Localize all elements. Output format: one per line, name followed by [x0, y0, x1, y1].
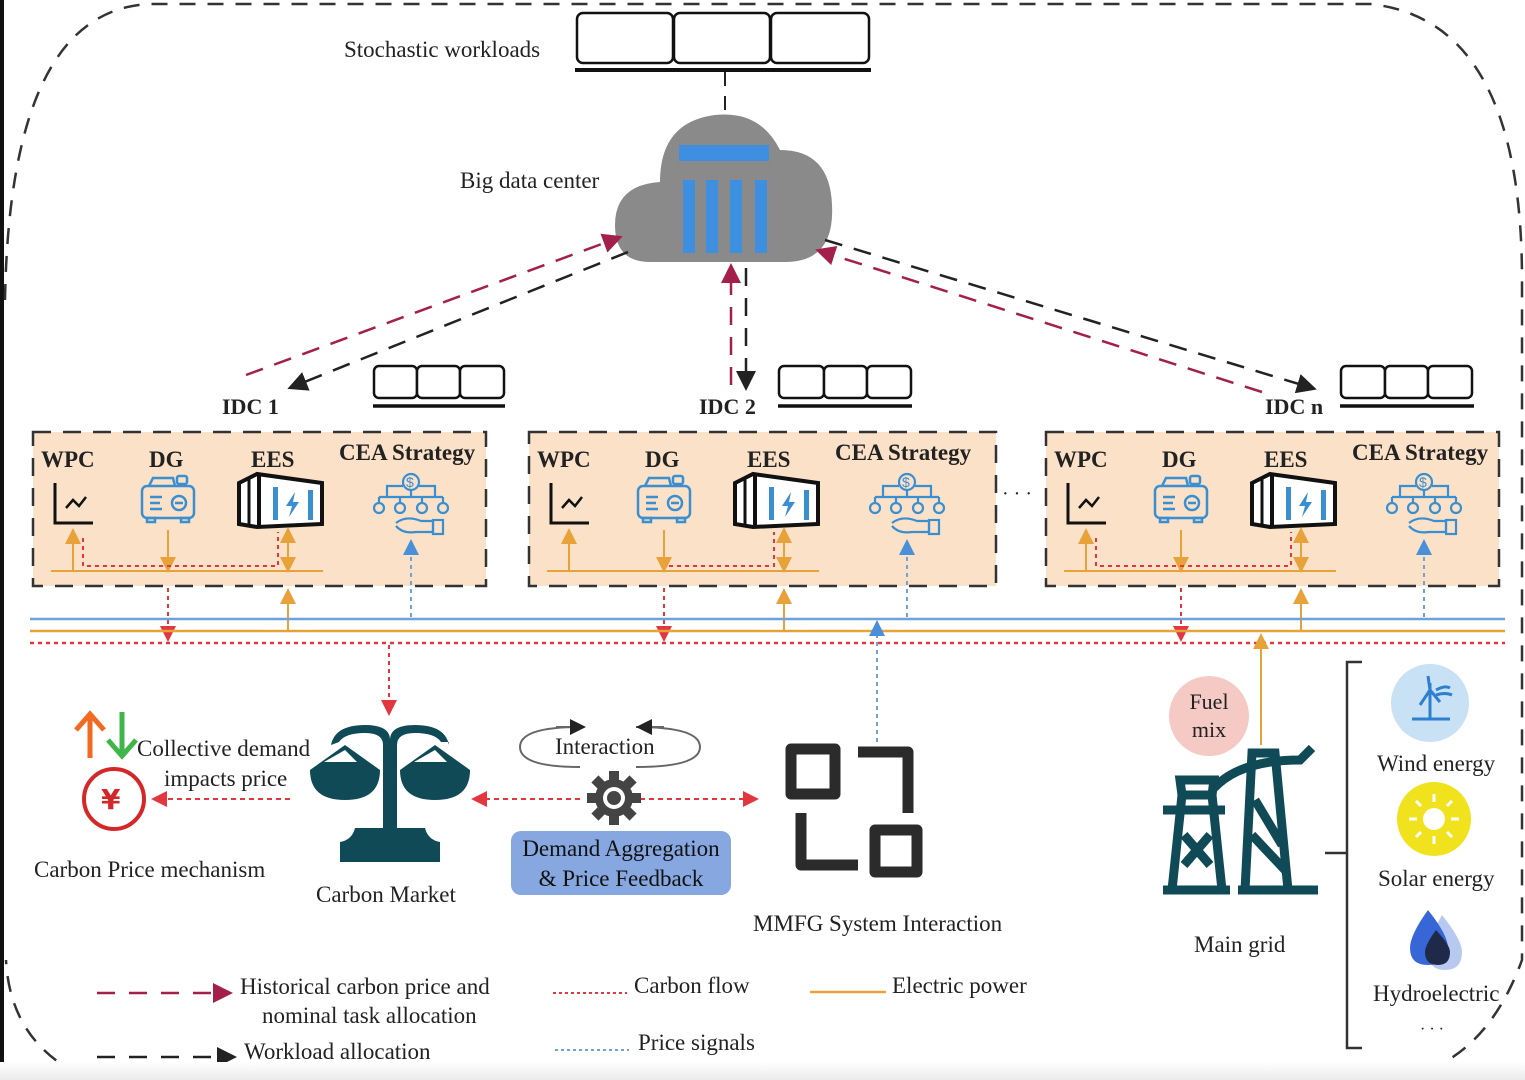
idc3-component-wpc: WPC: [1054, 447, 1108, 472]
energy-sources-bracket: [1325, 660, 1362, 1050]
left-edge-bar: [0, 0, 4, 1080]
big-data-center-label: Big data center: [460, 168, 600, 193]
fuel-mix-line2: mix: [1191, 717, 1227, 742]
collective-demand-line2: impacts price: [164, 766, 288, 791]
carbon-price-mechanism-label: Carbon Price mechanism: [34, 857, 266, 882]
stochastic-workloads-label: Stochastic workloads: [344, 37, 541, 62]
carbon-price-coin-icon: [82, 767, 146, 831]
mmfg-system-icon: [785, 743, 923, 878]
idc-3-internals: $: [1064, 471, 1463, 642]
wind-energy-label: Wind energy: [1377, 751, 1496, 776]
wind-energy-icon: [1391, 664, 1469, 742]
aggregation-line1: Demand Aggregation: [522, 836, 720, 861]
idc1-component-ees: EES: [251, 447, 295, 472]
idc2-component-cea-strategy: CEA Strategy: [835, 440, 972, 465]
gear-icon: [587, 771, 641, 825]
legend-workload-label: Workload allocation: [244, 1039, 431, 1064]
outer-frame: [3, 2, 1524, 1080]
idc-1-internals: $: [51, 471, 450, 642]
idc1-queue: [372, 364, 506, 408]
more-sources-ellipsis: · · ·: [1420, 1021, 1444, 1038]
collective-demand-line1: Collective demand: [137, 736, 311, 761]
idc1-component-dg: DG: [149, 447, 184, 472]
idcn-border: [1044, 430, 1501, 588]
idc3-component-dg: DG: [1162, 447, 1197, 472]
svg-text:$: $: [1419, 474, 1427, 490]
bottom-fade: [0, 1062, 1525, 1080]
wind-power-chart-icon: [1066, 483, 1106, 525]
legend-carbon-flow-label: Carbon flow: [634, 973, 750, 998]
energy-storage-icon: [237, 471, 324, 530]
legend-historical-line2: nominal task allocation: [262, 1003, 477, 1028]
fuel-mix-circle: Fuel mix: [1169, 676, 1249, 756]
svg-text:$: $: [902, 474, 910, 490]
hydroelectric-icon: [1410, 910, 1462, 970]
currency-symbol: ¥: [101, 783, 121, 816]
interaction-loop-icon: [518, 719, 702, 768]
idcn-label: IDC n: [1265, 394, 1324, 419]
cea-strategy-icon: $: [1385, 472, 1463, 536]
solar-energy-label: Solar energy: [1378, 866, 1495, 891]
legend-historical-line1: Historical carbon price and: [240, 974, 490, 999]
aggregation-line2: & Price Feedback: [538, 866, 704, 891]
idc3-component-cea-strategy: CEA Strategy: [1352, 440, 1489, 465]
svg-text:$: $: [406, 474, 414, 490]
energy-storage-icon: [1250, 471, 1337, 530]
interaction-label: Interaction: [555, 734, 655, 759]
top-workload-queue: [575, 11, 871, 72]
mmfg-label: MMFG System Interaction: [753, 911, 1003, 936]
hydroelectric-label: Hydroelectric: [1373, 981, 1500, 1006]
historical-link-idc1: [245, 233, 623, 377]
carbon-market-label: Carbon Market: [316, 882, 456, 907]
idc1-component-wpc: WPC: [41, 447, 95, 472]
wind-power-chart-icon: [53, 483, 93, 525]
energy-storage-icon: [733, 471, 820, 530]
cloud-icon: [615, 114, 833, 262]
price-up-arrow-icon: [74, 710, 106, 758]
idc2-component-ees: EES: [747, 447, 791, 472]
demand-aggregation-box: Demand Aggregation & Price Feedback: [511, 831, 731, 895]
idc2-component-dg: DG: [645, 447, 680, 472]
diesel-generator-icon: [140, 474, 196, 524]
idc2-border: [527, 430, 998, 588]
idc-2-internals: $: [547, 471, 946, 642]
idc2-component-wpc: WPC: [537, 447, 591, 472]
idc1-border: [31, 430, 488, 588]
idc2-label: IDC 2: [699, 394, 756, 419]
idc2-queue: [777, 364, 913, 408]
price-down-arrow-icon: [106, 712, 138, 760]
solar-energy-icon: [1397, 782, 1471, 856]
idc1-label: IDC 1: [222, 394, 279, 419]
idcn-queue: [1339, 364, 1474, 408]
idc-ellipsis: · · ·: [1002, 483, 1032, 505]
idc3-component-ees: EES: [1264, 447, 1308, 472]
workload-link-idc1: [287, 250, 629, 391]
cea-strategy-icon: $: [372, 472, 450, 536]
fuel-mix-line1: Fuel: [1189, 689, 1229, 714]
cea-strategy-icon: $: [868, 472, 946, 536]
workload-link-idcn: [824, 238, 1317, 394]
legend-price-signals-label: Price signals: [638, 1030, 755, 1055]
diesel-generator-icon: [636, 474, 692, 524]
carbon-market-scale-icon: [310, 725, 470, 862]
idc1-component-cea-strategy: CEA Strategy: [339, 440, 476, 465]
main-grid-tower-icon: [1163, 744, 1318, 895]
main-grid-label: Main grid: [1194, 932, 1286, 957]
historical-link-idcn: [815, 246, 1263, 394]
wind-power-chart-icon: [549, 483, 589, 525]
legend-electric-power-label: Electric power: [892, 973, 1027, 998]
diesel-generator-icon: [1153, 474, 1209, 524]
